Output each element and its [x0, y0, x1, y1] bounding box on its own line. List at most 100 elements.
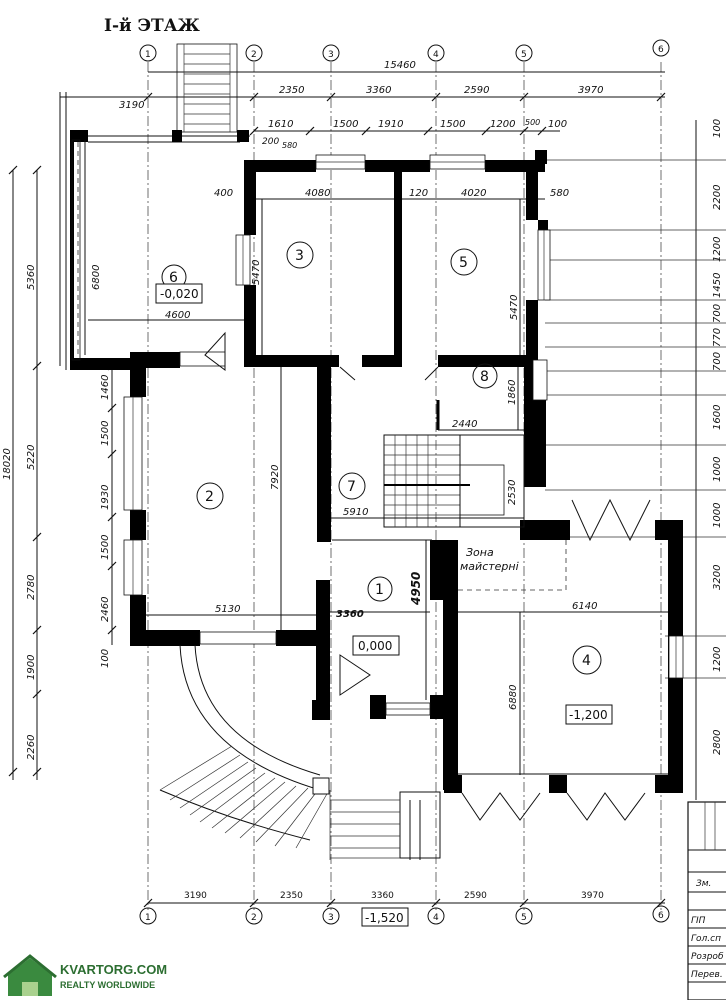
- floor-title: I-й ЭТАЖ: [104, 16, 201, 36]
- axis-label-top-6: 6: [658, 45, 664, 55]
- dim-left-inner-3: 1930: [100, 485, 111, 510]
- top-stair: [172, 43, 249, 142]
- axis-label-top-4: 4: [433, 50, 439, 60]
- dim-small-200: 200: [262, 137, 279, 147]
- dim-right-4: 1450: [712, 273, 723, 298]
- axis-label-top-3: 3: [328, 50, 334, 60]
- dim-overall-width: 15460: [384, 60, 416, 71]
- dim-right-8: 1600: [712, 405, 723, 430]
- room-3: 5470 3: [251, 199, 314, 355]
- dim-room2-height: 7920: [270, 465, 281, 490]
- level-ground: -1,520: [365, 911, 404, 925]
- dim-room5-height: 5470: [509, 295, 520, 320]
- workshop-label-line1: Зона: [466, 546, 494, 559]
- house-logo-icon: [3, 954, 57, 996]
- dim-bottom-4: 2590: [464, 891, 487, 901]
- dim-bottom-3: 3360: [371, 891, 394, 901]
- axis-label-bottom-3: 3: [328, 913, 334, 923]
- dim-left-inner-4: 1500: [100, 535, 111, 560]
- axis-label-top-2: 2: [251, 50, 257, 60]
- dim-room4-height: 6880: [508, 685, 519, 710]
- axis-label-bottom-2: 2: [251, 913, 257, 923]
- dim-room3-width: 4080: [305, 188, 330, 199]
- stamp-row-4: Розроб: [691, 952, 724, 962]
- dim-room4-width: 6140: [572, 601, 597, 612]
- room-number-5: 5: [459, 255, 468, 271]
- axis-bubbles-bottom: 1 2 3 4 5 6: [139, 905, 670, 925]
- dim-right-5: 700: [712, 304, 723, 323]
- dim-room8-height: 1860: [507, 380, 518, 405]
- dim-right-12: 1200: [712, 647, 723, 672]
- room-4: 6140 6880 4 -1,200: [458, 601, 668, 775]
- room-2: 7920 5130 2: [146, 367, 316, 630]
- bottom-dimensions: 3190 2350 3360 2590 3970 -1,520: [143, 891, 666, 927]
- curved-entrance-stair: [159, 644, 441, 860]
- dim-bottom-2: 2350: [280, 891, 303, 901]
- dim-left-outer-2: 5220: [26, 445, 37, 470]
- dim-top-r2-5: 1200: [490, 119, 515, 130]
- room-number-3: 3: [295, 248, 304, 264]
- dim-right-1: 100: [712, 119, 723, 138]
- dim-top-r2-6: 500: [525, 118, 540, 127]
- axis-label-bottom-4: 4: [433, 913, 439, 923]
- watermark-tagline: REALTY WORLDWIDE: [60, 980, 155, 990]
- walls: [130, 150, 683, 793]
- dim-room6-height: 6800: [91, 265, 102, 290]
- dim-right-7: 700: [712, 352, 723, 371]
- dim-top-1: 3190: [119, 100, 144, 111]
- dim-room6-width: 4600: [165, 310, 190, 321]
- room-number-1: 1: [375, 582, 384, 598]
- axis-label-bottom-1: 1: [145, 913, 151, 923]
- dim-top-3: 3360: [366, 85, 391, 96]
- dim-right-11: 3200: [712, 565, 723, 590]
- internal-lines: [332, 539, 668, 775]
- workshop-zone: Зона майстерні: [460, 546, 519, 573]
- room-number-2: 2: [205, 489, 214, 505]
- room-number-8: 8: [480, 369, 489, 385]
- dim-top-r2-2: 1500: [333, 119, 358, 130]
- dim-right-3: 1200: [712, 237, 723, 262]
- dim-top-r2-1: 1610: [268, 119, 293, 130]
- dim-room1-width: 3360: [336, 609, 364, 620]
- dim-left-outer-5: 2260: [26, 735, 37, 760]
- axis-label-top-5: 5: [521, 50, 527, 60]
- dim-left-inner-2: 1500: [100, 421, 111, 446]
- dim-room1-height: 4950: [409, 572, 423, 606]
- dim-top-2: 2350: [279, 85, 304, 96]
- terrace-room-6: 6800 4600 6 -0,020: [65, 92, 250, 370]
- workshop-label-line2: майстерні: [460, 560, 519, 573]
- right-dimensions: 100 2200 1200 1450 700 770 700 1600 1000…: [545, 119, 726, 800]
- dim-right-9: 1000: [712, 457, 723, 482]
- dim-right-6: 770: [712, 328, 723, 347]
- dim-room3-height: 5470: [251, 260, 262, 285]
- dim-left-outer-4: 1900: [26, 655, 37, 680]
- watermark-brand: KVARTORG.COM: [60, 962, 167, 977]
- room-number-7: 7: [347, 479, 356, 495]
- top-dimensions: 15460 3190 2350 3360 2590 3970 1610 1500…: [60, 60, 666, 200]
- title-block-stamp: Зм. ГІП Гол.сп Розроб Перев.: [687, 801, 726, 1000]
- level-room-4: -1,200: [569, 708, 608, 722]
- room-5: 5470 5: [450, 199, 521, 355]
- stamp-row-3: Гол.сп: [691, 934, 721, 944]
- dim-left-overall: 18020: [2, 448, 13, 480]
- room-number-6: 6: [169, 270, 178, 286]
- stamp-row-1: Зм.: [696, 879, 711, 889]
- dim-room5-width: 4020: [461, 188, 486, 199]
- room-number-4: 4: [582, 653, 591, 669]
- dim-small-400: 400: [214, 188, 233, 199]
- dim-top-5: 3970: [578, 85, 603, 96]
- dim-room7-width: 5910: [343, 507, 368, 518]
- room-7: 2530 5910 7: [331, 434, 525, 528]
- stamp-row-2: ГІП: [691, 916, 706, 926]
- level-room-6: -0,020: [160, 287, 199, 301]
- left-dimensions: 18020 5360 5220 2780 1900 2260 1460 1500…: [2, 92, 117, 780]
- axis-label-bottom-5: 5: [521, 913, 527, 923]
- watermark-logo: KVARTORG.COM REALTY WORLDWIDE: [3, 954, 167, 996]
- axis-bubbles-top: 1 2 3 4 5 6: [139, 39, 670, 62]
- dim-top-r2-7: 100: [548, 119, 567, 130]
- room-8: 2440 1860 8: [436, 363, 524, 431]
- dim-room2-width: 5130: [215, 604, 240, 615]
- dim-small-120: 120: [409, 188, 428, 199]
- dim-top-r2-4: 1500: [440, 119, 465, 130]
